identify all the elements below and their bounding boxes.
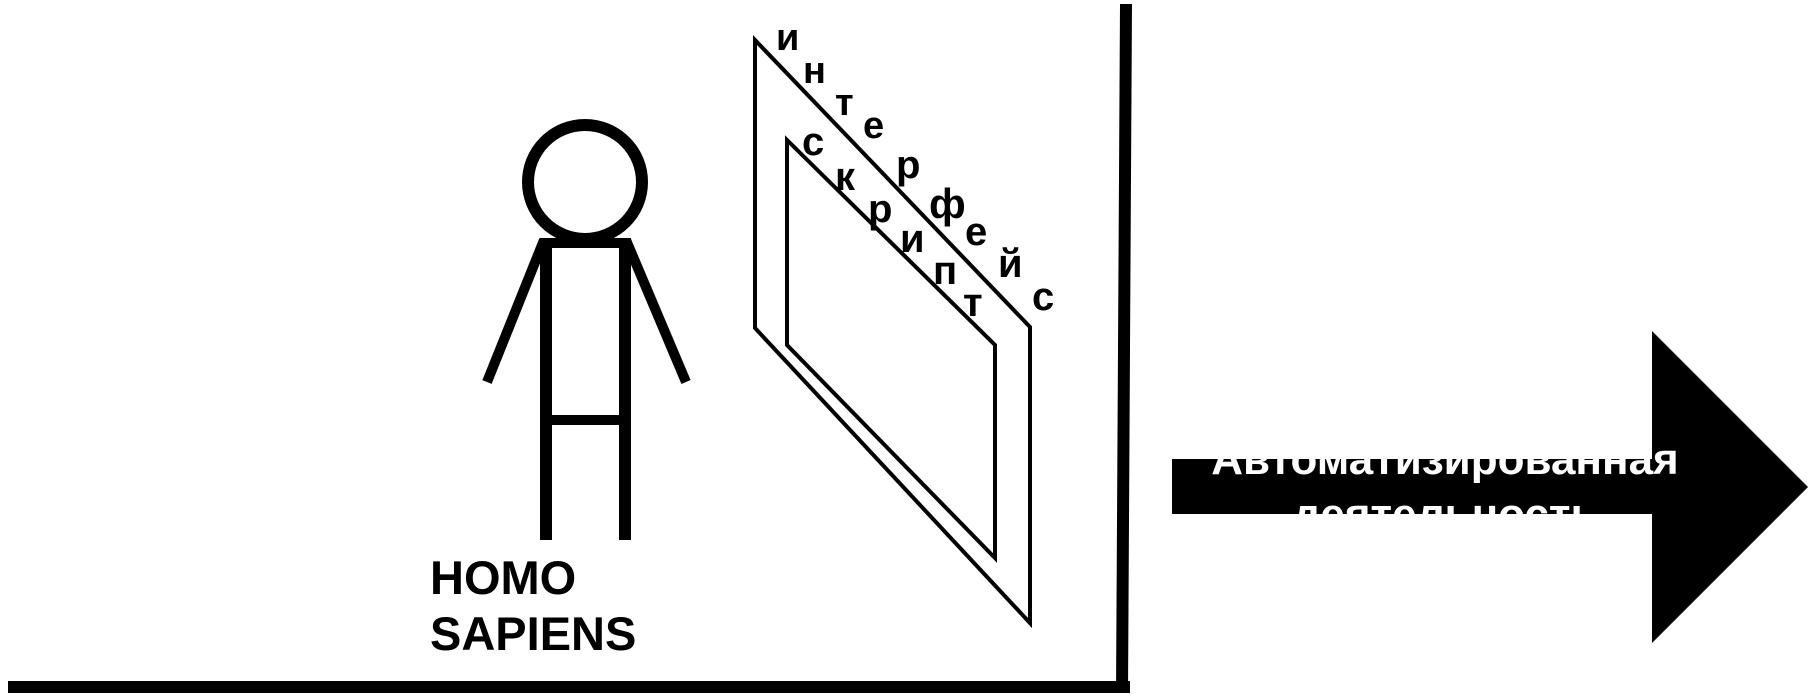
script-letter: к <box>835 155 856 199</box>
interface-letter: р <box>896 143 920 187</box>
figure-right-arm <box>626 240 686 382</box>
homo-label-line2: SAPIENS <box>430 606 636 662</box>
interface-frame <box>755 40 1030 623</box>
homo-sapiens-label: HOMO SAPIENS <box>430 550 636 662</box>
arrow-label-line2: деятельность <box>1195 487 1695 515</box>
interface-letter: ф <box>929 180 966 227</box>
figure-left-arm <box>487 240 544 382</box>
interface-letter: с <box>1032 275 1054 319</box>
interface-letter: н <box>803 50 826 92</box>
interface-letter: е <box>863 105 884 147</box>
interface-letter: й <box>998 242 1023 286</box>
arrow-label-line1: Автоматизированная <box>1195 432 1695 488</box>
script-letter: п <box>933 249 957 293</box>
script-letter: с <box>802 120 824 164</box>
interface-letter: е <box>965 210 987 254</box>
interface-letter: т <box>835 82 854 124</box>
stick-figure <box>487 125 686 540</box>
homo-label-line1: HOMO <box>430 550 636 606</box>
script-letter: т <box>963 281 983 325</box>
figure-head <box>528 125 642 239</box>
interface-letter: и <box>776 17 799 59</box>
script-letter: и <box>900 217 925 261</box>
room-right-wall <box>1122 4 1126 693</box>
script-letter: р <box>868 187 892 231</box>
